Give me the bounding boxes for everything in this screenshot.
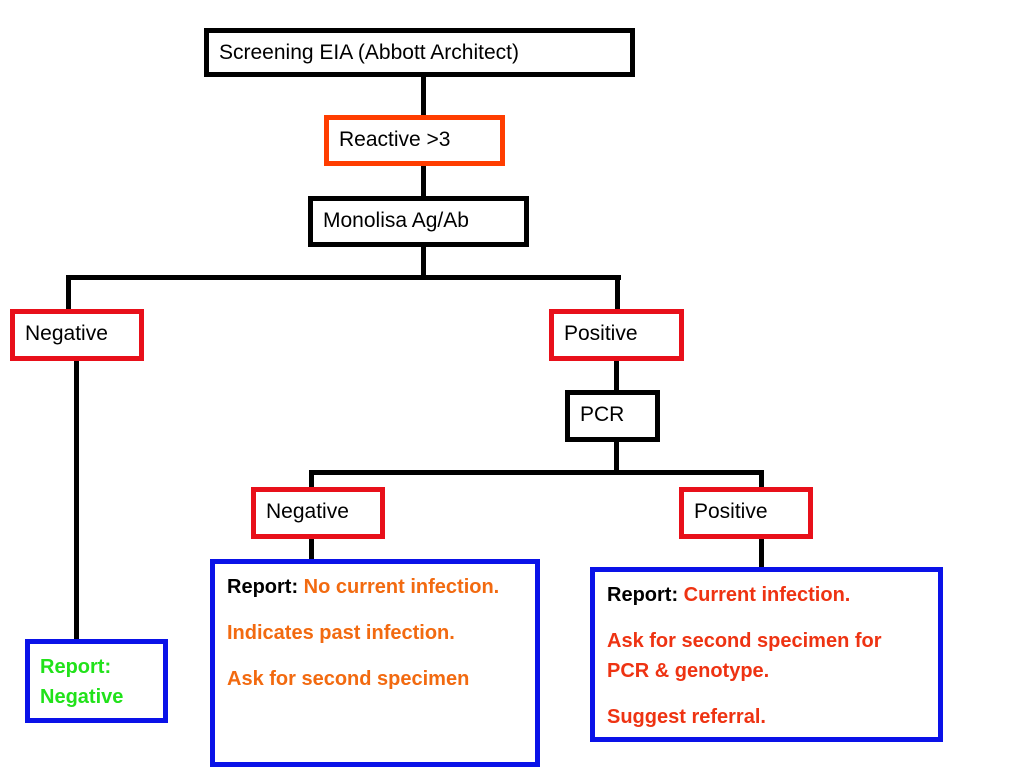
- connector-pcr-down: [614, 440, 619, 473]
- report-positive-2-line2: Ask for second specimen for PCR & genoty…: [607, 630, 882, 682]
- positive-1-node: Positive: [549, 309, 684, 361]
- report-positive-2-line1: Report: Current infection.: [607, 580, 926, 610]
- connector-branch-1-right: [615, 275, 620, 312]
- report-prefix: Report:: [607, 584, 679, 606]
- report-negative-1-box: Report: Negative: [25, 639, 168, 723]
- connector-branch-1-horizontal: [66, 275, 621, 280]
- report-negative-2-line1: Report: No current infection.: [227, 572, 523, 602]
- positive-1-label: Positive: [564, 322, 638, 345]
- negative-2-label: Negative: [266, 500, 349, 523]
- report-negative-2-box: Report: No current infection. Indicates …: [210, 559, 540, 767]
- report-negative-2-line3: Ask for second specimen: [227, 668, 470, 690]
- connector-screening-reactive: [421, 76, 426, 116]
- report-negative-1-line1: Report:: [40, 656, 112, 678]
- report-prefix: Report:: [227, 576, 299, 598]
- report-positive-2-box: Report: Current infection. Ask for secon…: [590, 567, 943, 742]
- report-negative-1-line2: Negative: [40, 686, 124, 708]
- connector-negative-1-report: [74, 358, 79, 642]
- report-positive-2-line1-rest: Current infection.: [683, 584, 851, 606]
- negative-1-label: Negative: [25, 322, 108, 345]
- reactive-node: Reactive >3: [324, 115, 505, 166]
- monolisa-label: Monolisa Ag/Ab: [323, 209, 469, 232]
- connector-branch-2-right: [759, 470, 764, 490]
- monolisa-node: Monolisa Ag/Ab: [308, 196, 529, 247]
- positive-2-node: Positive: [679, 487, 813, 539]
- connector-branch-2-left: [309, 470, 314, 490]
- connector-monolisa-down: [421, 246, 426, 278]
- connector-branch-2-horizontal: [309, 470, 764, 475]
- pcr-node: PCR: [565, 390, 660, 442]
- negative-1-node: Negative: [10, 309, 144, 361]
- positive-2-label: Positive: [694, 500, 768, 523]
- connector-positive-1-pcr: [614, 358, 619, 391]
- connector-negative-2-report: [309, 536, 314, 562]
- pcr-label: PCR: [580, 403, 625, 426]
- reactive-label: Reactive >3: [339, 128, 451, 151]
- connector-branch-1-left: [66, 275, 71, 312]
- connector-reactive-monolisa: [421, 165, 426, 198]
- screening-eia-node: Screening EIA (Abbott Architect): [204, 28, 635, 77]
- report-negative-2-line2: Indicates past infection.: [227, 622, 455, 644]
- screening-eia-label: Screening EIA (Abbott Architect): [219, 41, 519, 64]
- report-positive-2-line3: Suggest referral.: [607, 706, 766, 728]
- connector-positive-2-report: [759, 536, 764, 569]
- report-negative-2-line1-rest: No current infection.: [303, 576, 500, 598]
- negative-2-node: Negative: [251, 487, 385, 539]
